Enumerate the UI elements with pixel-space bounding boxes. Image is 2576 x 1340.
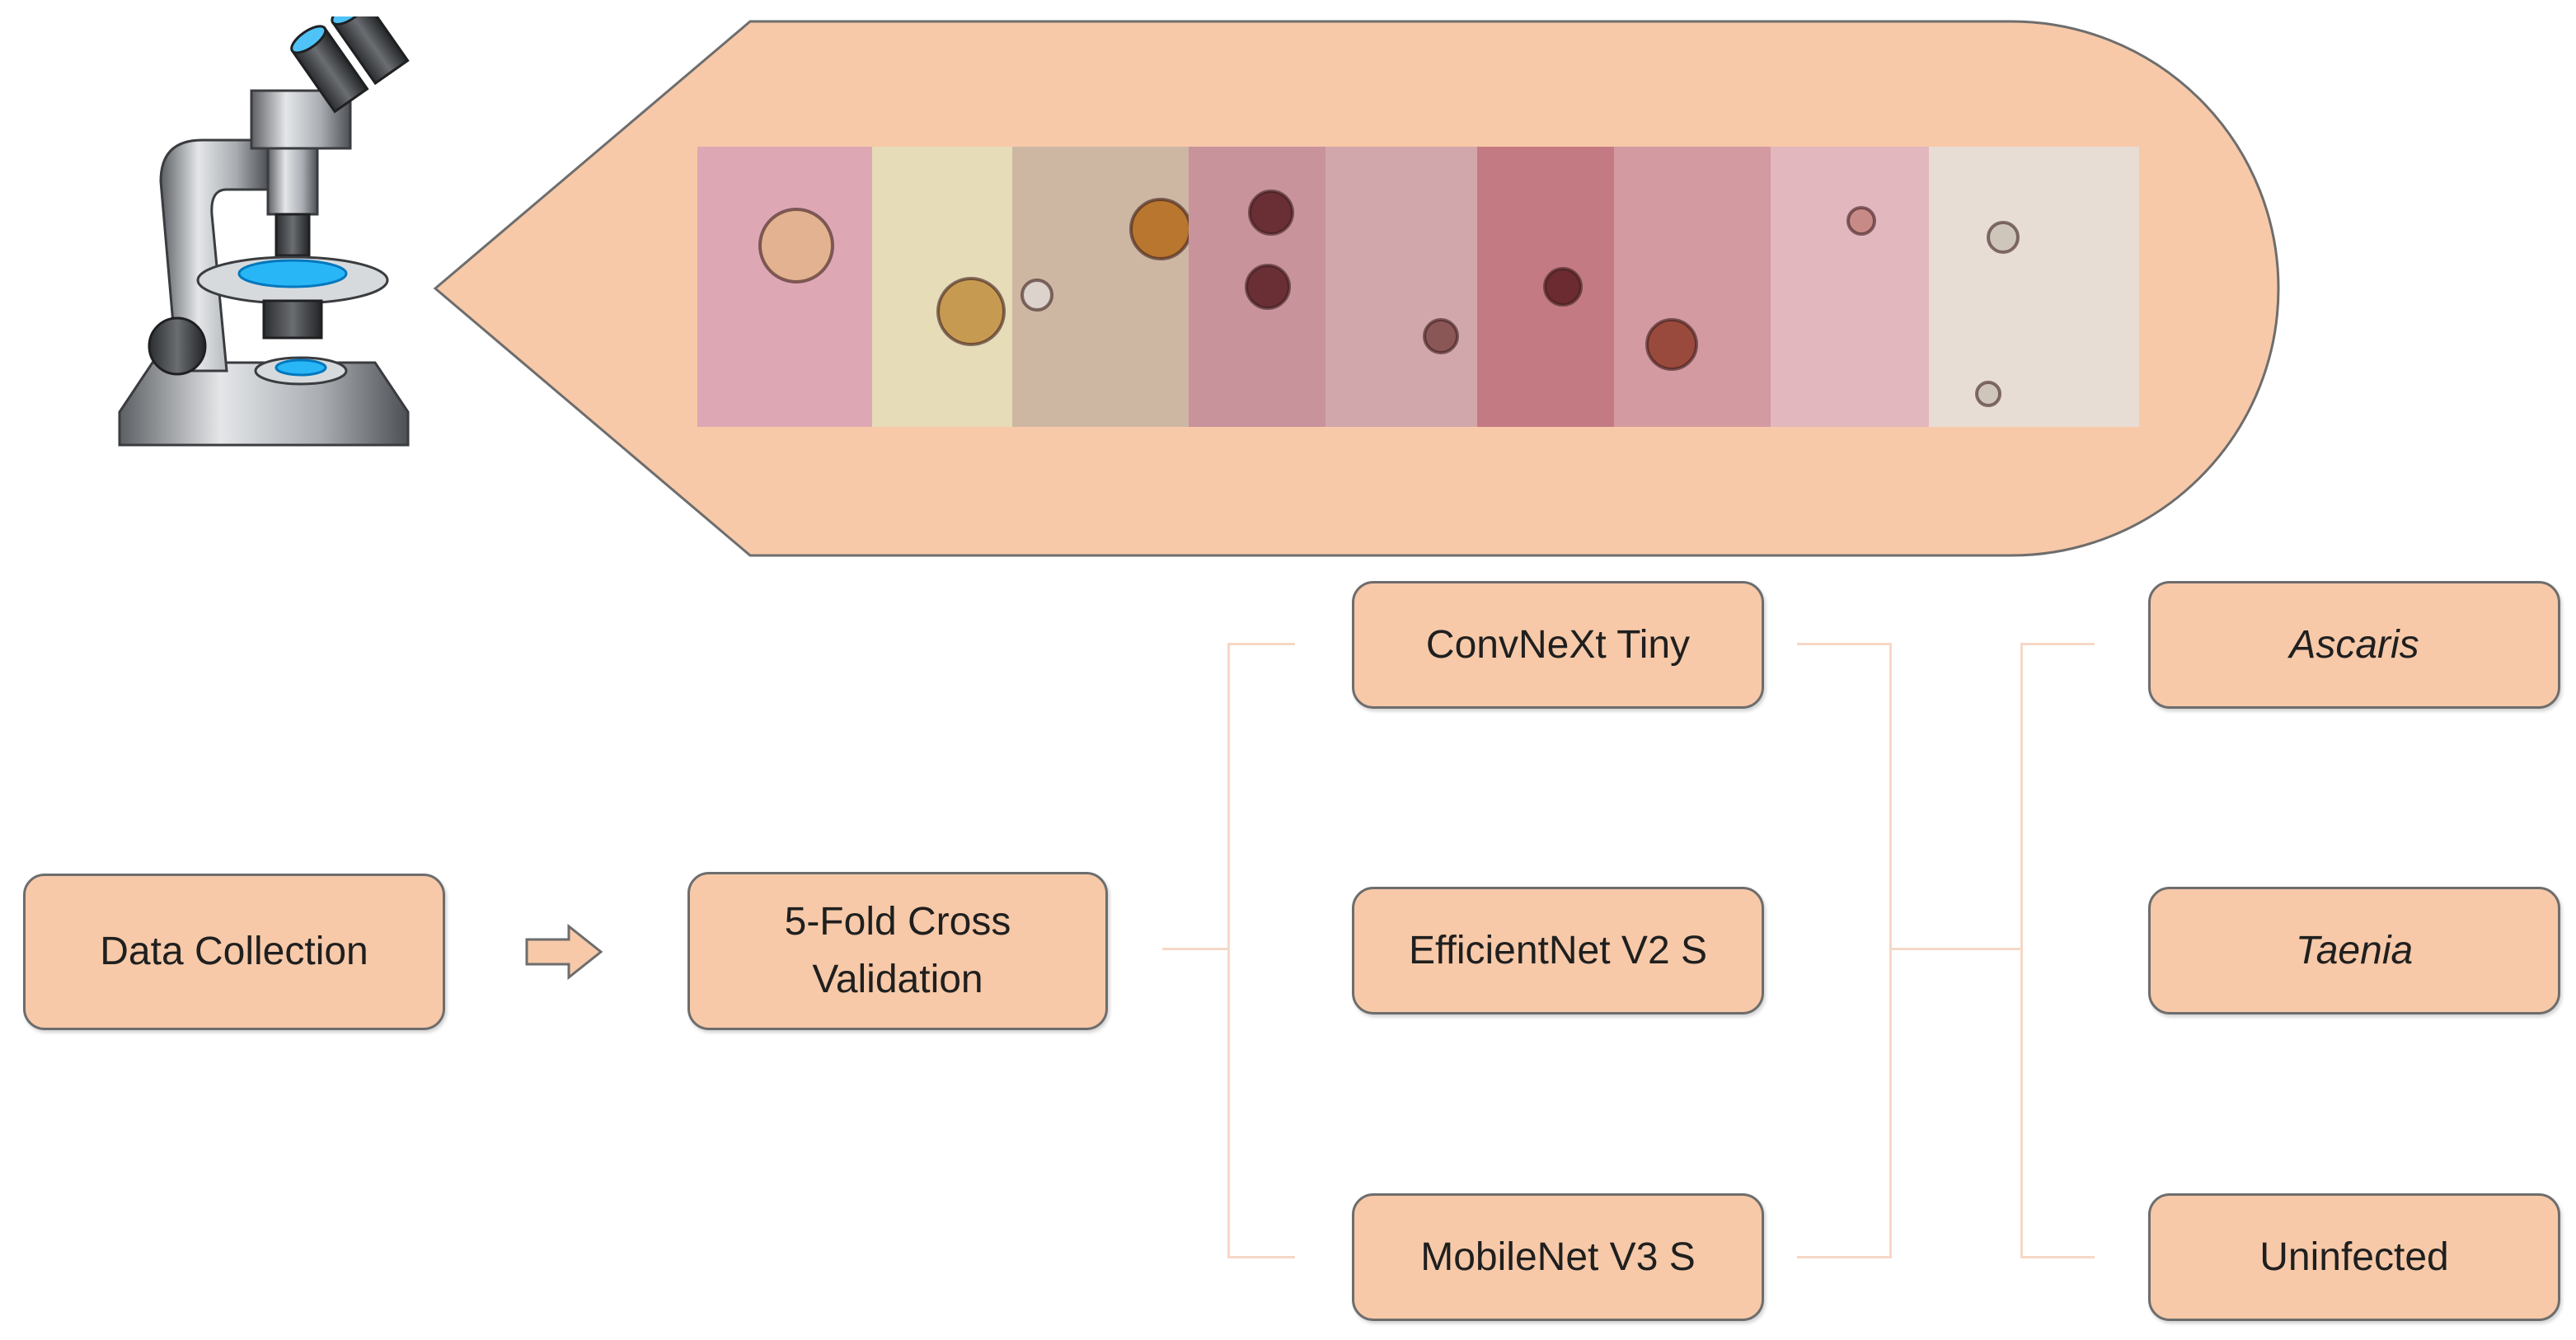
microscopy-thumbnail xyxy=(1929,147,2139,427)
specimen-graphic xyxy=(1645,318,1698,371)
class-label: Taenia xyxy=(2295,928,2414,972)
cross-validation-label-line2: Validation xyxy=(812,958,983,1001)
specimen-egg xyxy=(1543,267,1583,307)
connector-cv-to-models xyxy=(1162,948,1230,950)
connector-models-out-vertical xyxy=(1889,643,1892,1258)
microscope-icon xyxy=(118,16,410,447)
data-collection-label: Data Collection xyxy=(100,930,368,973)
microscopy-thumbnail xyxy=(872,147,1012,427)
class-box-ascaris: Ascaris xyxy=(2148,581,2560,709)
specimen-egg xyxy=(1987,221,2020,254)
microscopy-thumbnail xyxy=(1012,147,1189,427)
specimen-egg xyxy=(1245,264,1291,310)
specimen-graphic xyxy=(1846,206,1876,236)
connector-from-model-3 xyxy=(1797,1256,1892,1258)
connector-from-model-1 xyxy=(1797,643,1892,645)
connector-models-to-classes xyxy=(1889,948,2023,950)
data-collection-box: Data Collection xyxy=(23,874,445,1030)
specimen-egg xyxy=(1423,318,1459,354)
model-box-convnext: ConvNeXt Tiny xyxy=(1352,581,1764,709)
microscopy-thumbnail xyxy=(1614,147,1771,427)
model-label: ConvNeXt Tiny xyxy=(1425,622,1691,667)
specimen-egg xyxy=(1975,381,2001,407)
class-label: Uninfected xyxy=(2259,1235,2449,1279)
class-label: Ascaris xyxy=(2289,622,2419,667)
model-label: EfficientNet V2 S xyxy=(1409,928,1707,972)
specimen-egg xyxy=(1021,279,1053,312)
microscopy-thumbnail xyxy=(1326,147,1477,427)
specimen-graphic xyxy=(936,277,1006,346)
specimen-graphic xyxy=(758,208,834,283)
specimen-egg xyxy=(1248,190,1294,236)
specimen-graphic xyxy=(1975,221,2020,407)
connector-models-vertical xyxy=(1227,643,1230,1258)
connector-to-model-1 xyxy=(1227,643,1295,645)
right-arrow-icon xyxy=(525,923,603,981)
microscopy-thumbnail xyxy=(1189,147,1326,427)
microscopy-thumbnail xyxy=(1771,147,1929,427)
microscopy-thumbnail xyxy=(1477,147,1614,427)
specimen-graphic xyxy=(1543,267,1583,307)
class-box-uninfected: Uninfected xyxy=(2148,1193,2560,1321)
specimen-egg xyxy=(1129,198,1189,260)
model-label: MobileNet V3 S xyxy=(1420,1235,1696,1279)
cross-validation-label-line1: 5-Fold Cross xyxy=(784,900,1011,944)
model-box-efficientnet: EfficientNet V2 S xyxy=(1352,887,1764,1014)
connector-to-class-3 xyxy=(2020,1256,2095,1258)
cross-validation-box: 5-Fold Cross Validation xyxy=(687,872,1108,1030)
specimen-graphic xyxy=(1423,318,1459,354)
microscopy-thumbnail xyxy=(697,147,872,427)
specimen-egg xyxy=(936,277,1006,346)
class-box-taenia: Taenia xyxy=(2148,887,2560,1014)
connector-classes-vertical xyxy=(2020,643,2023,1258)
specimen-graphic xyxy=(1021,198,1189,312)
connector-to-model-3 xyxy=(1227,1256,1295,1258)
model-box-mobilenet: MobileNet V3 S xyxy=(1352,1193,1764,1321)
specimen-graphic xyxy=(1245,190,1294,310)
specimen-egg xyxy=(1846,206,1876,236)
connector-to-class-1 xyxy=(2020,643,2095,645)
specimen-egg xyxy=(758,208,834,283)
specimen-egg xyxy=(1645,318,1698,371)
